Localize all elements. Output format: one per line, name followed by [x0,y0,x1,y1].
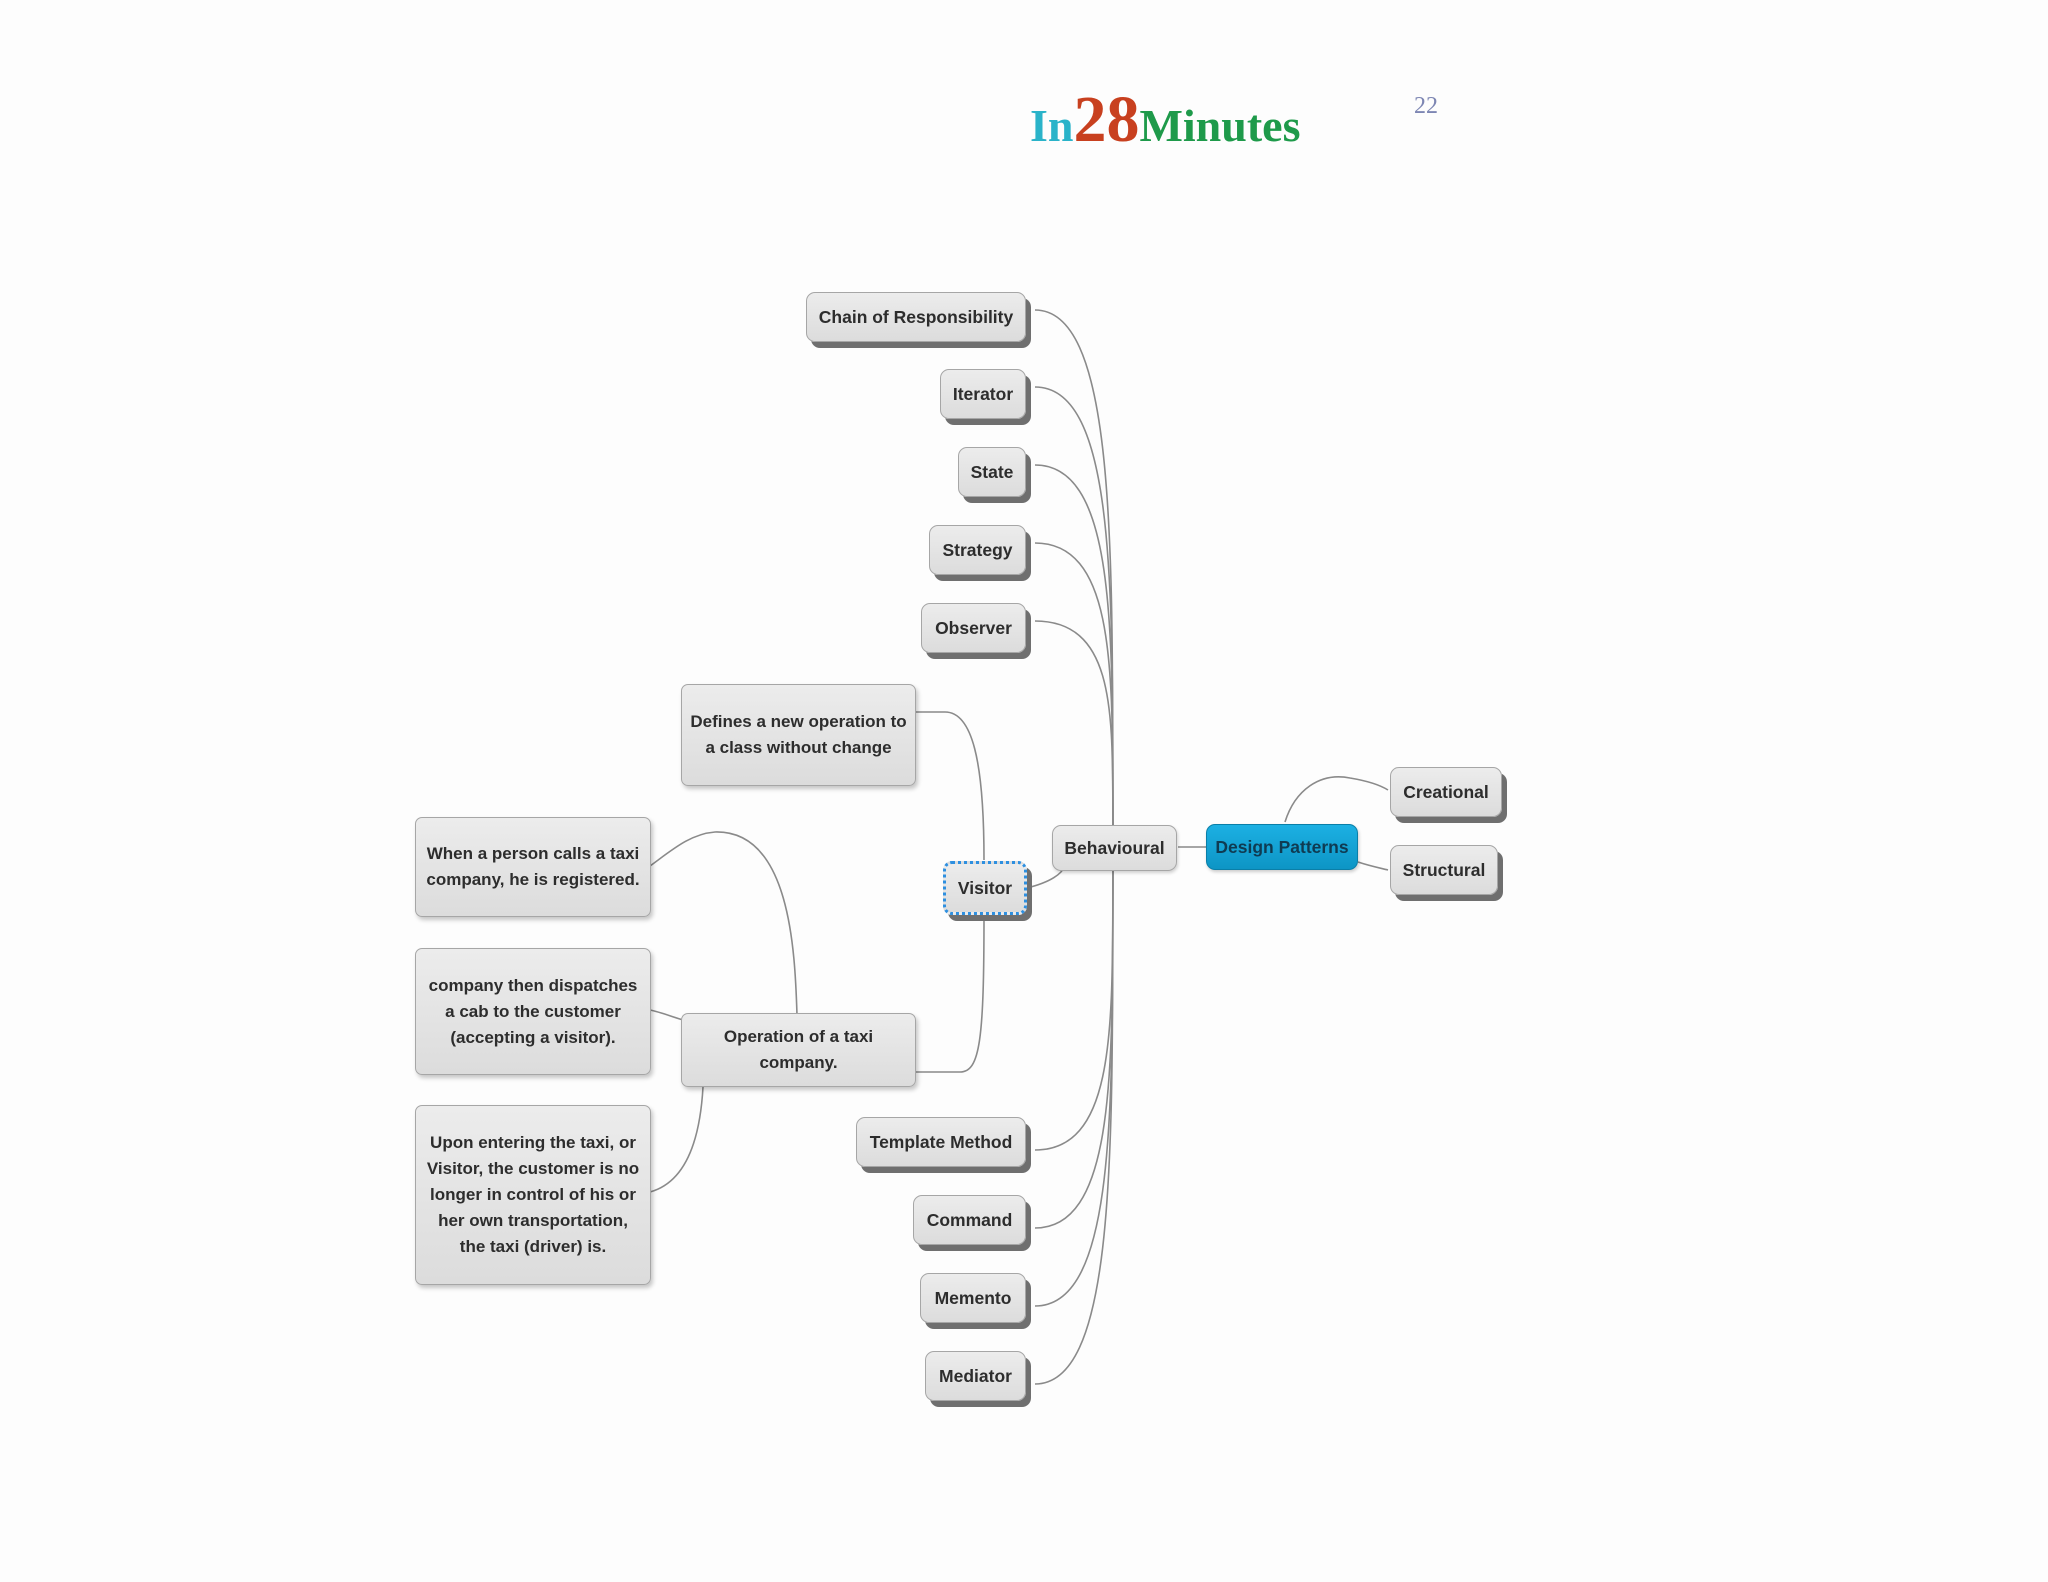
root-node-design-patterns[interactable]: Design Patterns [1206,824,1358,870]
link-command [1034,867,1114,1229]
node-taxi-company-example-label: Operation of a taxi company. [723,1027,874,1072]
link-example-step2 [649,1009,684,1021]
node-command[interactable]: Command [913,1195,1026,1245]
node-state-label: State [970,462,1014,482]
node-template-method-label: Template Method [869,1132,1013,1152]
node-visitor[interactable]: Visitor [943,861,1027,915]
node-iterator[interactable]: Iterator [940,369,1026,419]
node-memento-label: Memento [934,1288,1012,1308]
link-visitor-example [916,914,985,1073]
node-mediator-label: Mediator [939,1366,1012,1386]
link-observer [1034,620,1114,828]
logo-part-minutes: Minutes [1139,100,1301,151]
node-structural-label: Structural [1402,860,1486,880]
link-mediator [1034,867,1114,1385]
logo-part-28: 28 [1073,83,1140,156]
node-strategy[interactable]: Strategy [929,525,1026,575]
node-mediator[interactable]: Mediator [925,1351,1026,1401]
node-behavioural-label: Behavioural [1064,838,1165,858]
node-state[interactable]: State [958,447,1026,497]
page-number: 22 [1414,93,1438,119]
node-observer[interactable]: Observer [921,603,1026,653]
link-state [1034,464,1114,828]
logo-part-in: In [1030,100,1074,151]
note-visitor-definition[interactable]: Defines a new operation to a class witho… [681,684,916,786]
node-strategy-label: Strategy [942,540,1013,560]
link-iterator [1034,386,1114,828]
node-memento[interactable]: Memento [920,1273,1026,1323]
root-node-label: Design Patterns [1215,837,1349,857]
node-visitor-label: Visitor [957,878,1013,898]
note-visitor-definition-text: Defines a new operation to a class witho… [690,712,907,757]
node-chain-of-responsibility-label: Chain of Responsibility [818,307,1014,327]
link-example-step3 [649,1086,704,1193]
link-example-step1 [649,831,798,1016]
node-template-method[interactable]: Template Method [856,1117,1026,1167]
link-chain [1034,309,1114,828]
node-structural[interactable]: Structural [1390,845,1498,895]
note-taxi-step-1-text: When a person calls a taxi company, he i… [426,844,640,889]
link-template-method [1034,867,1114,1151]
note-taxi-step-3[interactable]: Upon entering the taxi, or Visitor, the … [415,1105,651,1285]
node-chain-of-responsibility[interactable]: Chain of Responsibility [806,292,1026,342]
in28minutes-logo: In28Minutes [1030,82,1300,158]
node-taxi-company-example[interactable]: Operation of a taxi company. [681,1013,916,1087]
link-memento [1034,867,1114,1307]
node-creational-label: Creational [1403,782,1489,802]
link-root-structural [1357,861,1389,871]
node-behavioural[interactable]: Behavioural [1052,825,1177,871]
note-taxi-step-1[interactable]: When a person calls a taxi company, he i… [415,817,651,917]
link-root-creational [1284,776,1389,823]
note-taxi-step-2[interactable]: company then dispatches a cab to the cus… [415,948,651,1075]
note-taxi-step-3-text: Upon entering the taxi, or Visitor, the … [426,1133,640,1256]
link-visitor-definition [916,711,985,861]
node-observer-label: Observer [935,618,1012,638]
node-command-label: Command [926,1210,1013,1230]
link-strategy [1034,542,1114,828]
note-taxi-step-2-text: company then dispatches a cab to the cus… [428,975,638,1047]
node-creational[interactable]: Creational [1390,767,1502,817]
node-iterator-label: Iterator [952,384,1014,404]
page-header: In28Minutes 22 [0,0,2048,180]
